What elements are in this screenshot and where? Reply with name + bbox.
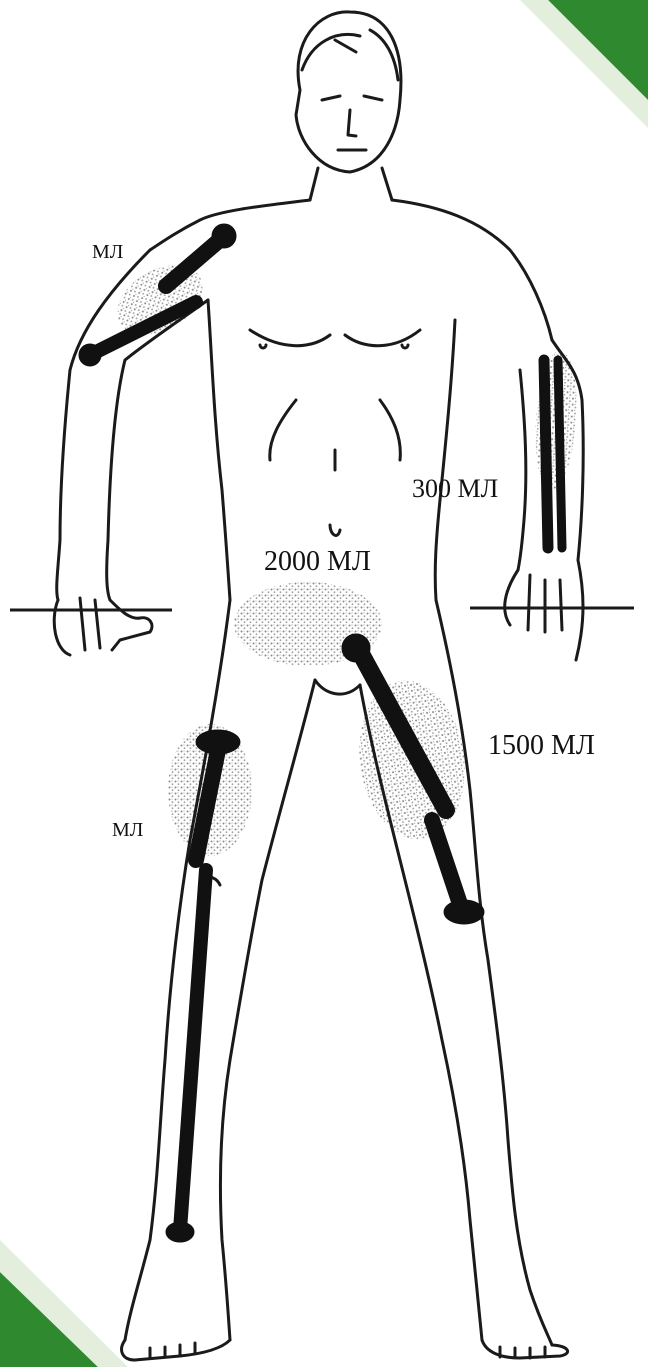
torso-side-left [208,300,230,600]
face [322,96,382,150]
leg-right-outer [436,600,552,1345]
arm-right-inner [518,370,526,570]
bone-forearm-ulna [558,360,562,548]
torso-side-right [435,320,455,600]
foot-left [122,1340,230,1360]
label-pelvis-volume: 2000 МЛ [264,548,371,576]
abdomen [270,400,401,535]
crotch [315,680,360,694]
label-shin-volume: МЛ [112,820,143,840]
hair [302,30,398,80]
knee-marks [202,870,472,912]
label-thigh-volume: 1500 МЛ [488,732,595,760]
bone-tibia-lower [180,870,206,1230]
foot-right [482,1340,568,1358]
label-forearm-volume: 300 МЛ [412,476,498,502]
bone-forearm-radius [544,360,548,548]
chest [250,330,420,348]
body-outline [54,12,583,1360]
hand-left [54,598,152,655]
hand-right [505,560,583,660]
label-shoulder-volume: МЛ [92,242,123,262]
bone-femur-lower [432,820,462,910]
torso-right [392,200,552,340]
